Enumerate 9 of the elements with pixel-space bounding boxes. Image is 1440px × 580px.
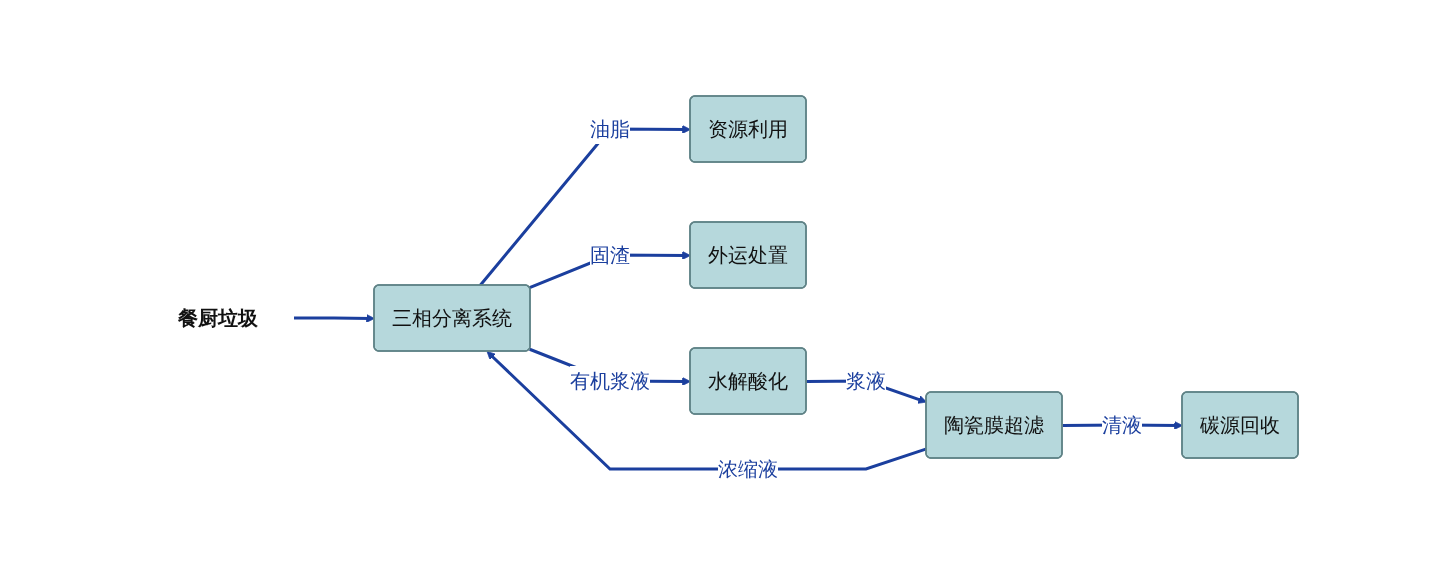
edge-label: 浓缩液 — [718, 457, 778, 481]
edge-label: 固渣 — [590, 243, 630, 267]
edge-label: 浆液 — [846, 369, 886, 393]
edge-label: 油脂 — [590, 117, 630, 141]
arrow — [294, 314, 375, 323]
edge-label: 清液 — [1102, 413, 1142, 437]
arrow — [478, 125, 691, 287]
node-text: 餐厨垃圾 — [178, 306, 258, 330]
edge-label: 有机浆液 — [570, 369, 650, 393]
